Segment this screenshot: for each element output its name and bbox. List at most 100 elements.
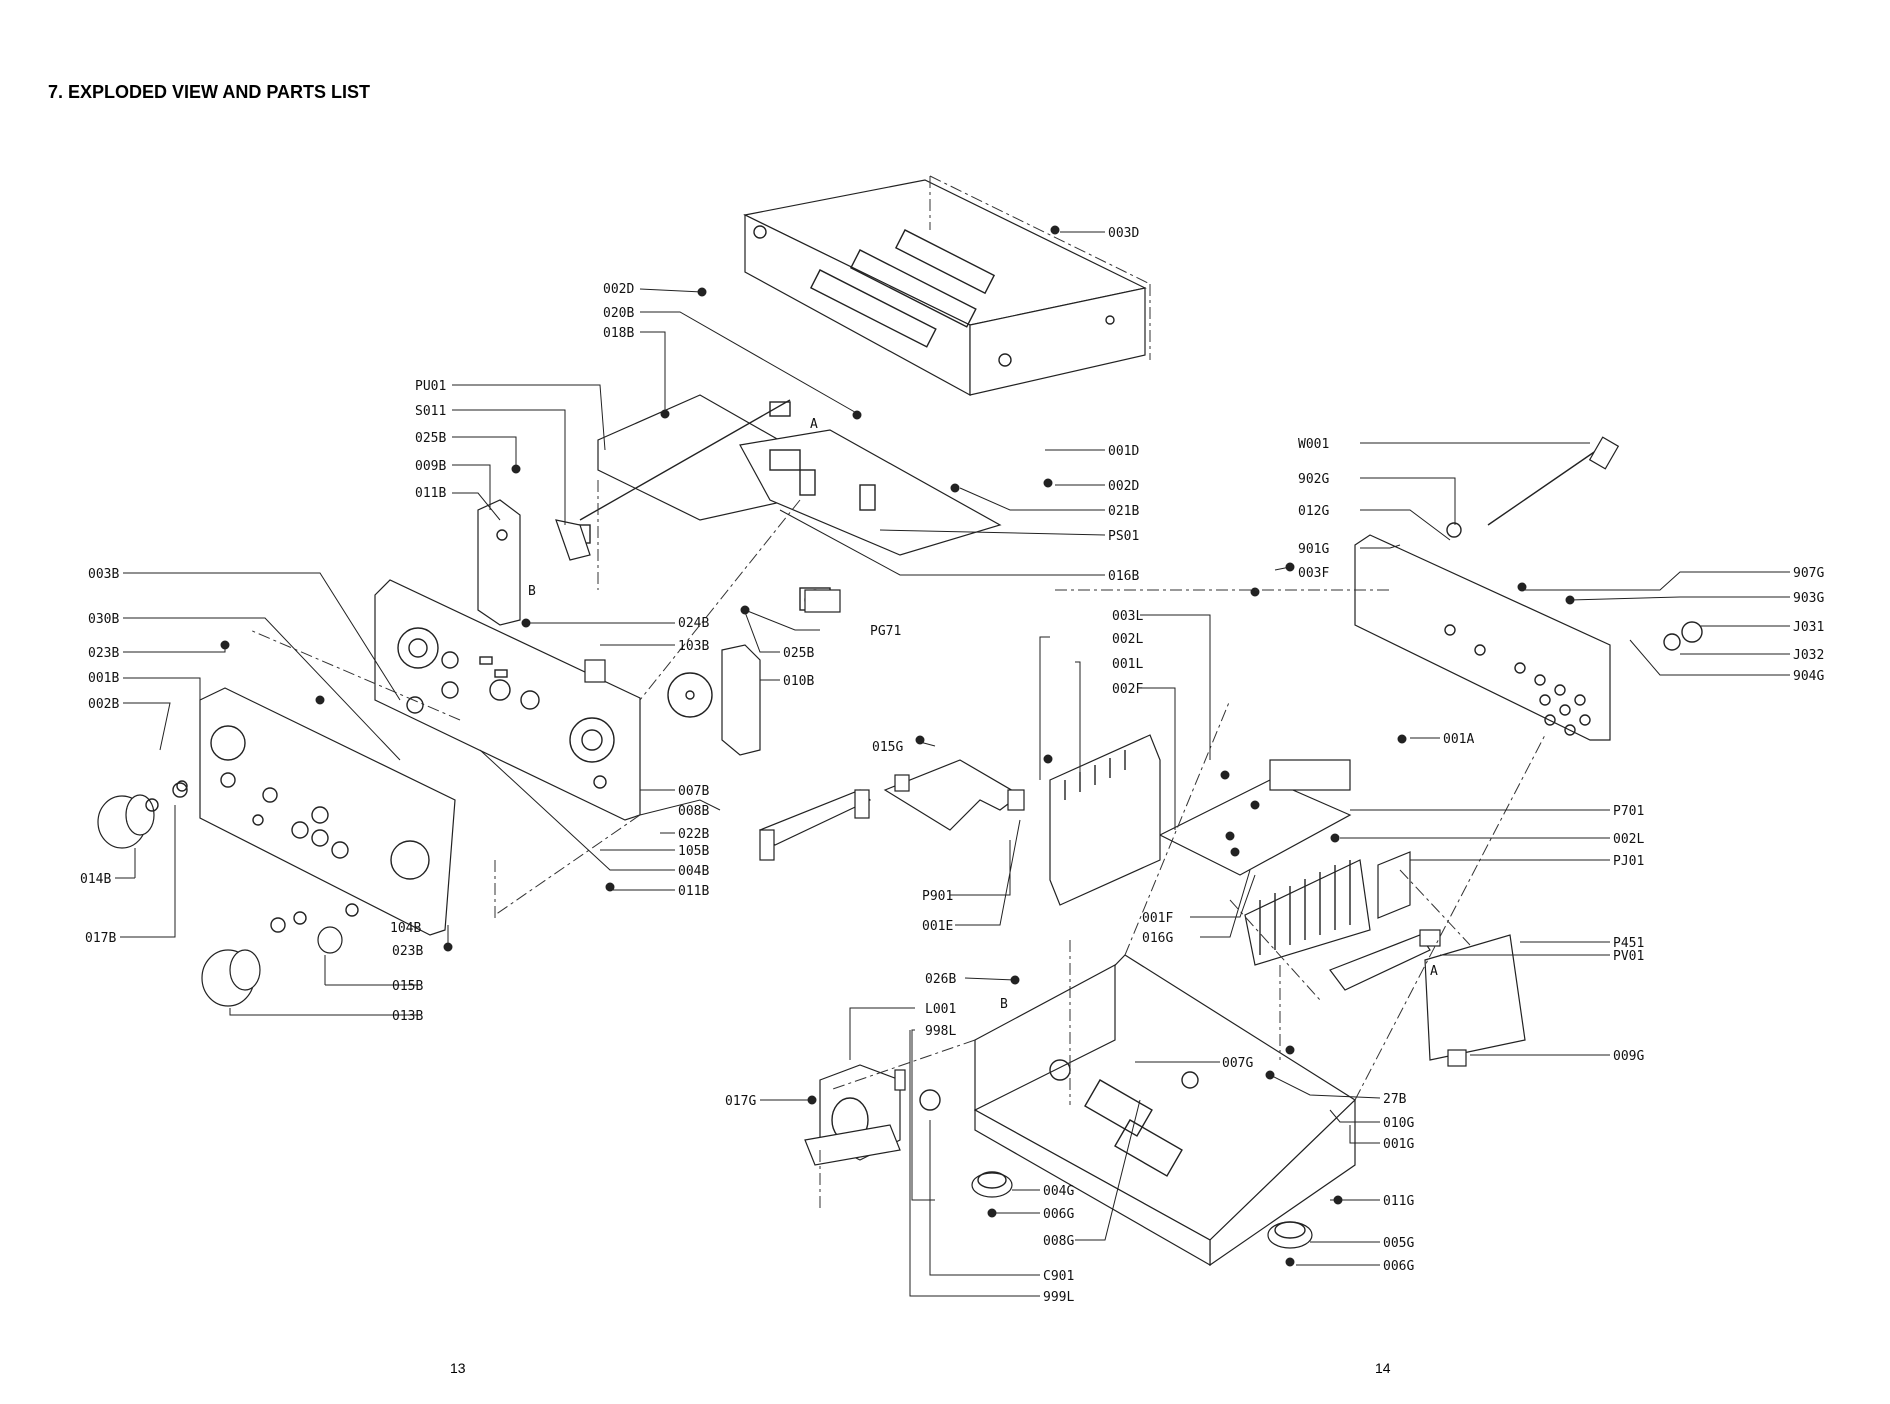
label-P701: P701 [1613, 804, 1644, 819]
label-002B: 002B [88, 697, 119, 712]
front-panel-part [199, 687, 456, 936]
front-frame-part [374, 579, 641, 821]
marker-A: A [810, 417, 818, 432]
label-999L: 999L [1043, 1290, 1074, 1305]
label-025B: 025B [783, 646, 814, 661]
label-003D: 003D [1108, 226, 1139, 241]
label-002L: 002L [1112, 632, 1143, 647]
label-022B: 022B [678, 827, 709, 842]
bracket-001L [1049, 734, 1161, 906]
part-labels: 003D 002D 020B 018B PU01 S011 025B 009B … [80, 226, 1824, 1305]
label-002L: 002L [1613, 832, 1644, 847]
marker-A: A [1430, 964, 1438, 979]
label-104B: 104B [390, 921, 421, 936]
label-018B: 018B [603, 326, 634, 341]
label-004B: 004B [678, 864, 709, 879]
label-008B: 008B [678, 804, 709, 819]
leader-lines [115, 231, 1790, 1297]
label-011B: 011B [415, 486, 446, 501]
foot-005G [1267, 1221, 1313, 1267]
label-010B: 010B [783, 674, 814, 689]
lever-022B [758, 789, 872, 861]
label-001D: 001D [1108, 444, 1139, 459]
label-002D: 002D [1108, 479, 1139, 494]
p901-board-part [883, 759, 1025, 831]
label-020B: 020B [603, 306, 634, 321]
page-number-left: 13 [450, 1360, 466, 1376]
label-026B: 026B [925, 972, 956, 987]
label-007B: 007B [678, 784, 709, 799]
label-001E: 001E [922, 919, 953, 934]
label-003B: 003B [88, 567, 119, 582]
label-W001: W001 [1298, 437, 1329, 452]
label-002D: 002D [603, 282, 634, 297]
label-016G: 016G [1142, 931, 1173, 946]
label-009B: 009B [415, 459, 446, 474]
label-103B: 103B [678, 639, 709, 654]
rear-panel-part [1354, 436, 1703, 741]
page-number-right: 14 [1375, 1360, 1391, 1376]
label-001B: 001B [88, 671, 119, 686]
label-014B: 014B [80, 872, 111, 887]
label-006G: 006G [1383, 1259, 1414, 1274]
label-025B: 025B [415, 431, 446, 446]
label-P451: P451 [1613, 936, 1644, 951]
label-27B: 27B [1383, 1092, 1407, 1107]
alignment-lines [249, 480, 1546, 1210]
label-L001: L001 [925, 1002, 956, 1017]
transformer-part [804, 1064, 941, 1166]
label-901G: 901G [1298, 542, 1329, 557]
label-030B: 030B [88, 612, 119, 627]
label-001A: 001A [1443, 732, 1474, 747]
label-PJ01: PJ01 [1613, 854, 1644, 869]
label-PS01: PS01 [1108, 529, 1139, 544]
label-003F: 003F [1298, 566, 1329, 581]
pv01-board-part [1329, 929, 1526, 1067]
label-006G: 006G [1043, 1207, 1074, 1222]
label-007G: 007G [1222, 1056, 1253, 1071]
label-013B: 013B [392, 1009, 423, 1024]
bracket-010B [584, 589, 841, 756]
label-J032: J032 [1793, 648, 1824, 663]
knob-013B [176, 780, 359, 1007]
label-017G: 017G [725, 1094, 756, 1109]
label-001G: 001G [1383, 1137, 1414, 1152]
label-PV01: PV01 [1613, 949, 1644, 964]
label-010G: 010G [1383, 1116, 1414, 1131]
knob-014B [97, 782, 188, 849]
label-904G: 904G [1793, 669, 1824, 684]
label-004G: 004G [1043, 1184, 1074, 1199]
sub-chassis-part [564, 394, 1002, 611]
label-907G: 907G [1793, 566, 1824, 581]
label-C901: C901 [1043, 1269, 1074, 1284]
page-title: 7. EXPLODED VIEW AND PARTS LIST [48, 82, 371, 102]
bottom-chassis-part [974, 954, 1356, 1267]
label-J031: J031 [1793, 620, 1824, 635]
label-005G: 005G [1383, 1236, 1414, 1251]
label-903G: 903G [1793, 591, 1824, 606]
label-012G: 012G [1298, 504, 1329, 519]
label-001F: 001F [1142, 911, 1173, 926]
marker-B: B [1000, 997, 1008, 1012]
label-016B: 016B [1108, 569, 1139, 584]
bracket-011B [477, 499, 591, 626]
label-S011: S011 [415, 404, 446, 419]
label-015G: 015G [872, 740, 903, 755]
label-P901: P901 [922, 889, 953, 904]
label-023B: 023B [392, 944, 423, 959]
label-008G: 008G [1043, 1234, 1074, 1249]
label-011G: 011G [1383, 1194, 1414, 1209]
label-PG71: PG71 [870, 624, 901, 639]
marker-B: B [528, 584, 536, 599]
label-998L: 998L [925, 1024, 956, 1039]
label-001L: 001L [1112, 657, 1143, 672]
label-PU01: PU01 [415, 379, 446, 394]
label-105B: 105B [678, 844, 709, 859]
label-024B: 024B [678, 616, 709, 631]
main-board-part [1158, 759, 1411, 966]
label-009G: 009G [1613, 1049, 1644, 1064]
label-023B: 023B [88, 646, 119, 661]
label-015B: 015B [392, 979, 423, 994]
label-003L: 003L [1112, 609, 1143, 624]
